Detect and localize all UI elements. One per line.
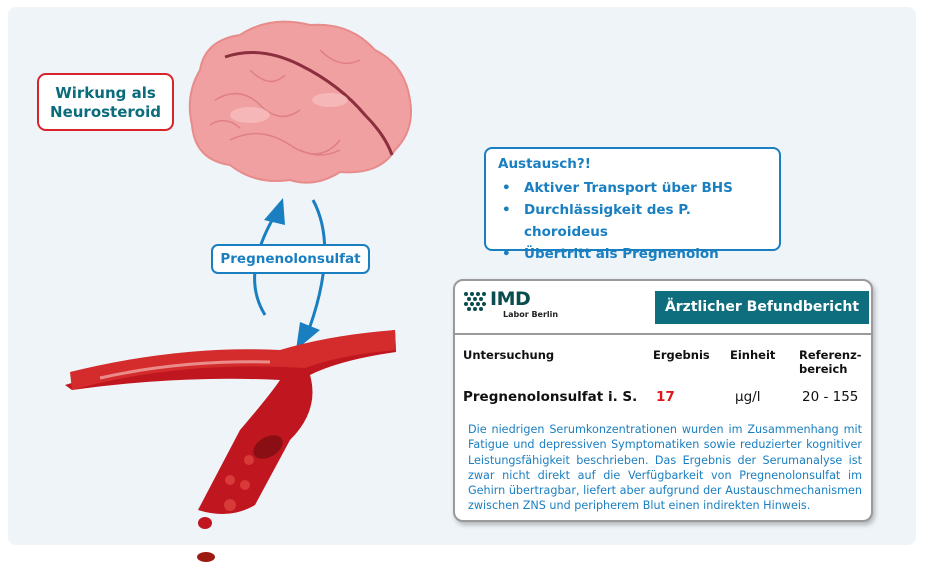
logo-subtext: Labor Berlin <box>503 310 559 319</box>
header-result: Ergebnis <box>653 348 710 362</box>
neurosteroid-label: Wirkung als Neurosteroid <box>37 73 174 131</box>
brain-icon <box>188 20 412 184</box>
neurosteroid-label-line2: Neurosteroid <box>50 103 161 121</box>
row-test: Pregnenolonsulfat i. S. <box>463 389 638 405</box>
exchange-item: Übertritt als Pregnenolon <box>498 243 767 265</box>
row-unit: µg/l <box>735 389 761 405</box>
exchange-item: Durchlässigkeit des P. choroideus <box>498 199 767 243</box>
molecule-label: Pregnenolonsulfat <box>211 244 370 274</box>
header-test: Untersuchung <box>463 348 555 362</box>
blood-vessel-icon <box>65 330 396 562</box>
arrow-down-icon <box>296 322 320 350</box>
arrow-up-icon <box>264 198 285 225</box>
report-header: IMD Labor Berlin Ärztlicher Befundberich… <box>455 281 871 335</box>
row-reference: 20 - 155 <box>802 389 859 405</box>
header-unit: Einheit <box>730 348 776 362</box>
report-note: Die niedrigen Serumkonzentrationen wurde… <box>468 423 862 513</box>
header-reference: Referenz-bereich <box>799 348 862 376</box>
imd-logo: IMD Labor Berlin <box>463 288 558 319</box>
exchange-box: Austausch?! Aktiver Transport über BHS D… <box>484 147 781 265</box>
exchange-item: Aktiver Transport über BHS <box>498 177 767 199</box>
row-result: 17 <box>656 389 675 405</box>
exchange-title: Austausch?! <box>498 156 591 172</box>
report-title-banner: Ärztlicher Befundbericht <box>655 291 869 324</box>
neurosteroid-label-line1: Wirkung als <box>55 84 156 102</box>
header-reference-line1: Referenz- <box>799 348 862 362</box>
dots-logo-icon <box>464 292 486 311</box>
logo-text: IMD <box>490 288 531 310</box>
header-reference-line2: bereich <box>799 362 848 376</box>
lab-report-card: IMD Labor Berlin Ärztlicher Befundberich… <box>453 279 873 522</box>
